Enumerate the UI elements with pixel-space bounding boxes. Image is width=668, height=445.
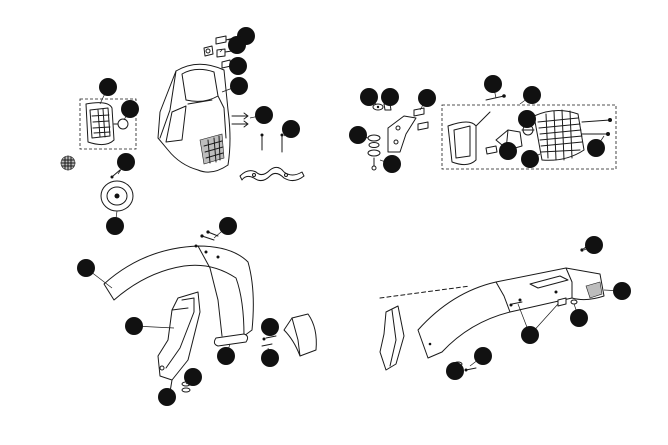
callout-bubble bbox=[446, 362, 464, 380]
headlight-unit bbox=[85, 102, 115, 146]
callout-bubble bbox=[383, 155, 401, 173]
callout-bubble bbox=[484, 75, 502, 93]
fairing-body bbox=[157, 63, 231, 173]
callout-bubble bbox=[585, 236, 603, 254]
mounting-bracket bbox=[239, 166, 305, 182]
round-cover bbox=[100, 169, 134, 212]
tail-long-screws bbox=[581, 118, 612, 136]
callout-bubble bbox=[518, 110, 536, 128]
callout-bubble bbox=[613, 282, 631, 300]
callout-bubble bbox=[99, 78, 117, 96]
callout-bubble bbox=[121, 100, 139, 118]
headlight-bulb bbox=[113, 118, 129, 130]
bracket-screws bbox=[231, 112, 284, 153]
callout-bubble bbox=[523, 86, 541, 104]
callout-bubble bbox=[381, 88, 399, 106]
callout-bubble bbox=[229, 57, 247, 75]
callout-bubble bbox=[255, 106, 273, 124]
tail-light-group-box bbox=[441, 104, 617, 170]
callout-bubble bbox=[219, 217, 237, 235]
callout-bubble bbox=[230, 77, 248, 95]
tail-lens bbox=[521, 109, 585, 161]
headlight-group-box bbox=[79, 98, 137, 150]
tail-light-frame bbox=[447, 111, 491, 166]
rear-fender-guide-line bbox=[379, 285, 471, 299]
callout-bubble bbox=[158, 388, 176, 406]
rear-fender-assembly bbox=[379, 243, 605, 372]
callout-bubble bbox=[570, 309, 588, 327]
callout-bubble bbox=[499, 142, 517, 160]
callout-bubble bbox=[77, 259, 95, 277]
callout-bubble bbox=[282, 120, 300, 138]
callout-bubble bbox=[349, 126, 367, 144]
front-reflector bbox=[213, 333, 249, 347]
rear-fender bbox=[417, 267, 605, 359]
callout-bubble bbox=[521, 150, 539, 168]
callout-bubble bbox=[474, 347, 492, 365]
fender-top-screws bbox=[200, 230, 219, 241]
rear-mudflap bbox=[379, 305, 405, 371]
callout-bubble bbox=[261, 318, 279, 336]
headlight-fairing-assembly bbox=[60, 35, 305, 212]
front-fender-assembly bbox=[103, 230, 317, 395]
front-fender bbox=[103, 244, 254, 337]
callout-bubble bbox=[117, 153, 135, 171]
mudflap bbox=[261, 313, 317, 357]
callout-bubble bbox=[106, 217, 124, 235]
tail-light-assembly bbox=[367, 94, 617, 171]
rear-fender-hardware bbox=[453, 243, 591, 372]
tail-top-screw bbox=[485, 94, 506, 101]
callout-bubbles bbox=[77, 27, 631, 406]
tail-bracket bbox=[387, 107, 429, 153]
callout-bubble bbox=[217, 347, 235, 365]
callout-bubble bbox=[587, 139, 605, 157]
callout-bubble bbox=[521, 326, 539, 344]
callout-bubble bbox=[418, 89, 436, 107]
callout-bubble bbox=[184, 368, 202, 386]
callout-bubble bbox=[125, 317, 143, 335]
callout-bubble bbox=[360, 88, 378, 106]
grille-disc bbox=[60, 155, 76, 171]
callout-bubble bbox=[261, 349, 279, 367]
callout-bubble bbox=[228, 36, 246, 54]
